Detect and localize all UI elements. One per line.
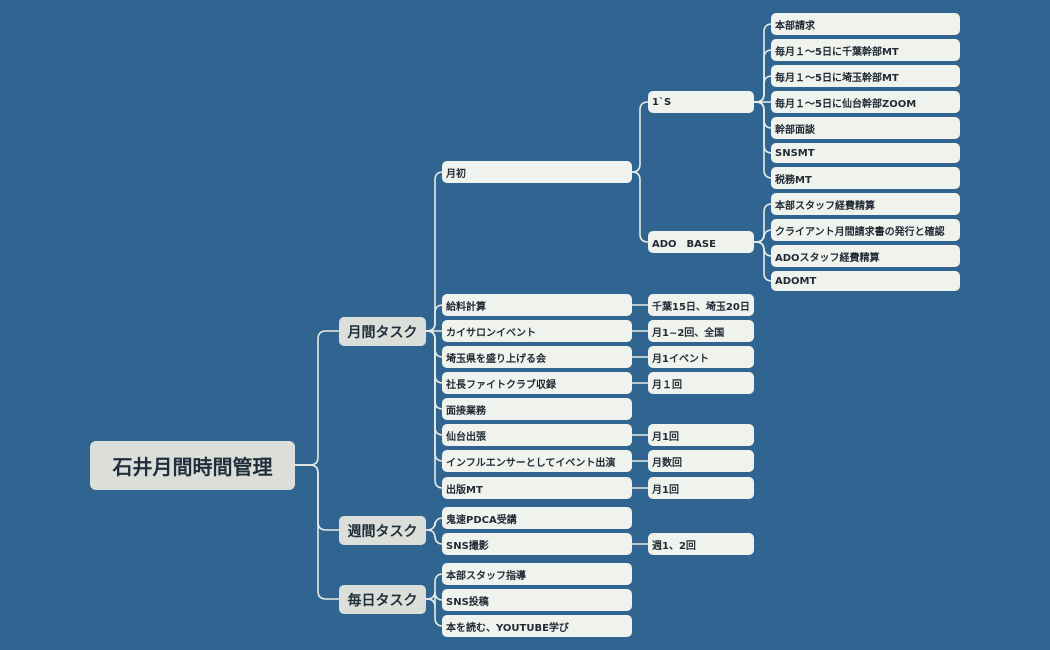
- category-monthly[interactable]: 月間タスク: [339, 317, 426, 346]
- ado-item[interactable]: ADOスタッフ経費精算: [771, 245, 960, 267]
- task-mensetsu[interactable]: 面接業務: [442, 398, 632, 420]
- connector-line: [425, 330, 444, 410]
- connector-line: [631, 171, 649, 243]
- group-ado-base[interactable]: ADO BASE: [648, 231, 754, 253]
- connector-line: [753, 49, 773, 103]
- connector-line: [425, 573, 444, 600]
- one-s-item[interactable]: 本部請求: [771, 13, 960, 35]
- connector-line: [753, 241, 773, 282]
- ado-item[interactable]: 本部スタッフ経費精算: [771, 193, 960, 215]
- connector-line: [294, 464, 340, 600]
- task-kisoku-pdca[interactable]: 鬼速PDCA受講: [442, 507, 632, 529]
- ado-item[interactable]: クライアント月間請求書の発行と確認: [771, 219, 960, 241]
- detail-fightclub[interactable]: 月１回: [648, 372, 754, 394]
- connector-line: [753, 203, 773, 243]
- one-s-item[interactable]: 毎月１～5日に千葉幹部MT: [771, 39, 960, 61]
- connector-line: [753, 241, 773, 257]
- detail-sns-satsuei[interactable]: 週1、2回: [648, 533, 754, 555]
- task-kyuryo-keisan[interactable]: 給料計算: [442, 294, 632, 316]
- connector-line: [753, 101, 773, 154]
- detail-kaisalon[interactable]: 月1~2回、全国: [648, 320, 754, 342]
- connector-line: [753, 101, 773, 129]
- task-sendai[interactable]: 仙台出張: [442, 424, 632, 446]
- one-s-item[interactable]: 税務MT: [771, 167, 960, 189]
- connector-line: [425, 330, 444, 462]
- connector-line: [753, 101, 773, 179]
- one-s-item[interactable]: SNSMT: [771, 143, 960, 163]
- task-getsusho[interactable]: 月初: [442, 161, 632, 183]
- connector-line: [294, 464, 340, 531]
- detail-sendai[interactable]: 月1回: [648, 424, 754, 446]
- one-s-item[interactable]: 毎月１～5日に仙台幹部ZOOM: [771, 91, 960, 113]
- task-sns-satsuei[interactable]: SNS撮影: [442, 533, 632, 555]
- detail-influencer[interactable]: 月数回: [648, 450, 754, 472]
- connector-line: [425, 330, 444, 358]
- connector-line: [753, 23, 773, 103]
- connector-line: [425, 330, 444, 436]
- task-staff-shido[interactable]: 本部スタッフ指導: [442, 563, 632, 585]
- root-node[interactable]: 石井月間時間管理: [90, 441, 295, 490]
- one-s-item[interactable]: 幹部面談: [771, 117, 960, 139]
- task-reading[interactable]: 本を読む、YOUTUBE学び: [442, 615, 632, 637]
- connector-line: [425, 591, 444, 608]
- one-s-item[interactable]: 毎月１～5日に埼玉幹部MT: [771, 65, 960, 87]
- connector-line: [425, 304, 444, 332]
- category-weekly[interactable]: 週間タスク: [339, 516, 426, 545]
- detail-shuppan[interactable]: 月1回: [648, 477, 754, 499]
- group-one-s[interactable]: 1`S: [648, 91, 754, 113]
- connector-line: [425, 330, 444, 489]
- connector-line: [425, 171, 444, 332]
- task-sns-toko[interactable]: SNS投稿: [442, 589, 632, 611]
- connector-line: [425, 529, 444, 545]
- connector-line: [753, 75, 773, 103]
- connector-line: [294, 330, 340, 466]
- ado-item[interactable]: ADOMT: [771, 271, 960, 291]
- task-saitama-event[interactable]: 埼玉県を盛り上げる会: [442, 346, 632, 368]
- task-kaisalon-event[interactable]: カイサロンイベント: [442, 320, 632, 342]
- connector-line: [753, 229, 773, 243]
- connector-line: [631, 101, 649, 173]
- connector-line: [425, 598, 444, 627]
- task-influencer[interactable]: インフルエンサーとしてイベント出演: [442, 450, 632, 472]
- task-fightclub[interactable]: 社長ファイトクラブ収録: [442, 372, 632, 394]
- detail-kyuryo[interactable]: 千葉15日、埼玉20日: [648, 294, 754, 316]
- detail-saitama[interactable]: 月1イベント: [648, 346, 754, 368]
- connector-line: [425, 517, 444, 531]
- connector-line: [425, 330, 444, 384]
- task-shuppan[interactable]: 出版MT: [442, 477, 632, 499]
- category-daily[interactable]: 毎日タスク: [339, 585, 426, 614]
